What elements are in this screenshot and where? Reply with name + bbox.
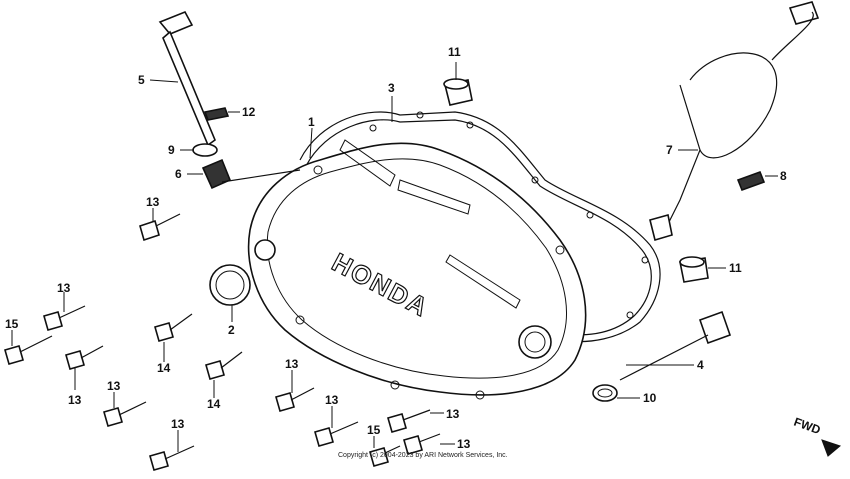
fwd-arrow-icon: [821, 439, 842, 457]
bolt-8: [736, 170, 766, 192]
callout-3: 3: [388, 81, 395, 95]
callout-13-b: 13: [57, 281, 71, 295]
callout-15-b: 15: [367, 423, 381, 437]
spring: [201, 158, 301, 190]
callout-9: 9: [168, 143, 175, 157]
callout-8: 8: [780, 169, 787, 183]
callout-1: 1: [308, 115, 315, 129]
callout-4: 4: [697, 358, 704, 372]
callout-14-b: 14: [207, 397, 221, 411]
callout-12: 12: [242, 105, 256, 119]
callout-11-top: 11: [448, 45, 461, 59]
dipstick: [619, 310, 732, 381]
screw-12: [203, 107, 230, 121]
bolt-13-h: [387, 409, 431, 433]
copyright-text: Copyright (c) 2004-2023 by ARI Network S…: [338, 452, 508, 459]
bolt-14-a: [154, 313, 193, 342]
callout-13-c: 13: [68, 393, 82, 407]
bolt-14-b: [205, 351, 243, 380]
bolt-13-b: [43, 305, 86, 331]
forward-direction-arrow: FWD: [792, 415, 842, 457]
callout-10: 10: [643, 391, 657, 405]
callout-13-i: 13: [457, 437, 471, 451]
callout-7: 7: [666, 143, 673, 157]
bolt-13-e: [275, 387, 315, 412]
callout-13-d: 13: [107, 379, 121, 393]
bolt-13-g: [314, 421, 359, 447]
callout-13-f: 13: [171, 417, 185, 431]
callout-5: 5: [138, 73, 145, 87]
bolt-13-i: [403, 433, 441, 455]
right-crankcase-cover: HONDA: [247, 139, 587, 400]
callout-13-h: 13: [446, 407, 460, 421]
callout-13-a: 13: [146, 195, 160, 209]
callouts: 1 2 3 4 5 6 7 8 9 10 11 11 12 13 13 13 1…: [5, 45, 787, 451]
cap-11-right: [679, 256, 709, 283]
cap: [209, 264, 251, 306]
callout-13-e: 13: [285, 357, 299, 371]
leader-lines: [11, 62, 778, 452]
bolt-15-a: [4, 335, 53, 365]
cap-11-top: [443, 78, 473, 106]
callout-2: 2: [228, 323, 235, 337]
washer: [192, 143, 218, 157]
gasket: [299, 111, 661, 343]
kick-rod: [158, 10, 216, 147]
fwd-label: FWD: [792, 415, 823, 438]
callout-11-right: 11: [729, 261, 742, 275]
bolt-13-d: [103, 401, 147, 427]
callout-6: 6: [175, 167, 182, 181]
bolt-13-a: [139, 213, 181, 242]
o-ring: [592, 384, 618, 402]
bolt-13-c: [65, 345, 104, 370]
callout-13-g: 13: [325, 393, 339, 407]
bolt-13-f: [149, 445, 195, 471]
bolt-15-b: [369, 445, 401, 467]
callout-14-a: 14: [157, 361, 171, 375]
callout-15-a: 15: [5, 317, 19, 331]
cable: [649, 1, 820, 242]
